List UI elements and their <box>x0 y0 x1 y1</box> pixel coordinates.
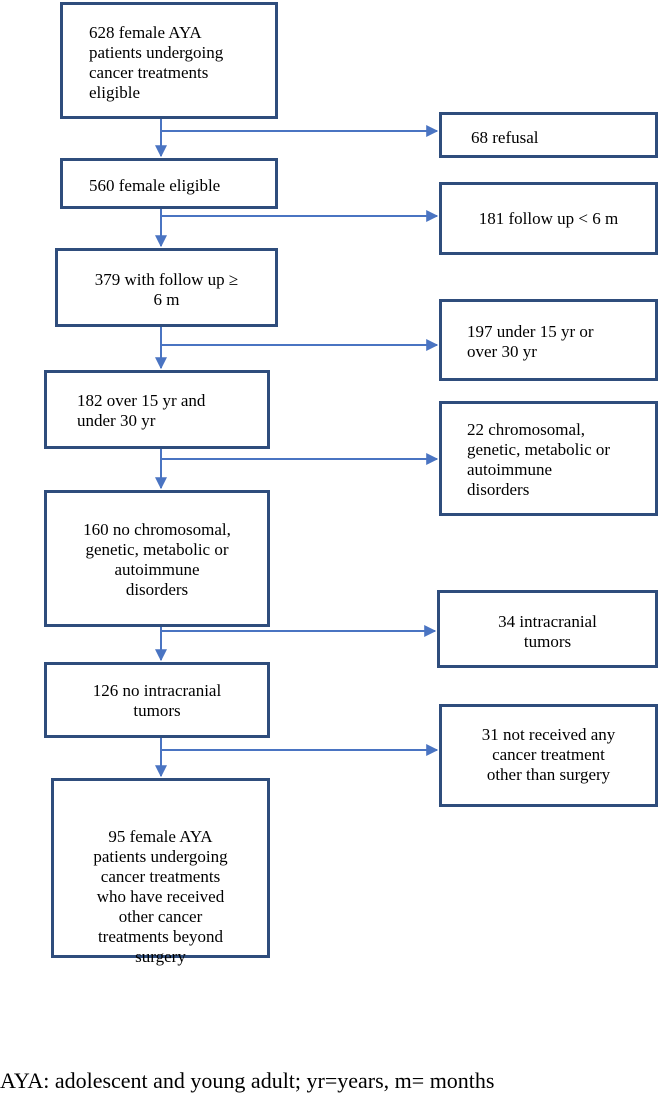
flow-box-160-no-disorders: 160 no chromosomal, genetic, metabolic o… <box>44 490 270 627</box>
exclusion-box-text: 34 intracranial tumors <box>498 612 597 651</box>
flow-box-text: 126 no intracranial tumors <box>92 681 222 720</box>
flow-box-379-follow-up: 379 with follow up ≥ 6 m <box>55 248 278 327</box>
exclusion-box-34-tumors: 34 intracranial tumors <box>437 590 658 668</box>
flow-box-560-eligible: 560 female eligible <box>60 158 278 209</box>
exclusion-box-68-refusal: 68 refusal <box>439 112 658 158</box>
exclusion-box-181-follow-up: 181 follow up < 6 m <box>439 182 658 255</box>
flow-connectors <box>155 119 439 778</box>
exclusion-box-197-age: 197 under 15 yr or over 30 yr <box>439 299 658 381</box>
flow-box-text: 160 no chromosomal, genetic, metabolic o… <box>83 520 231 599</box>
flow-box-text: 182 over 15 yr and under 30 yr <box>77 391 206 430</box>
exclusion-box-31-no-treatment: 31 not received any cancer treatment oth… <box>439 704 658 807</box>
flow-box-text: 628 female AYA patients undergoing cance… <box>89 23 224 102</box>
flow-box-text: 379 with follow up ≥ 6 m <box>94 270 239 309</box>
exclusion-box-text: 31 not received any cancer treatment oth… <box>481 725 616 784</box>
flow-box-95-final: 95 female AYA patients undergoing cancer… <box>51 778 270 966</box>
exclusion-box-text: 22 chromosomal, genetic, metabolic or au… <box>467 420 611 499</box>
exclusion-box-22-disorders: 22 chromosomal, genetic, metabolic or au… <box>439 401 658 516</box>
flow-box-text: 560 female eligible <box>89 176 221 195</box>
flow-box-text: 95 female AYA patients undergoing cancer… <box>93 827 228 966</box>
flow-box-182-age-range: 182 over 15 yr and under 30 yr <box>44 370 270 449</box>
flow-box-628-eligible: 628 female AYA patients undergoing cance… <box>60 2 278 119</box>
exclusion-box-text: 181 follow up < 6 m <box>478 209 619 228</box>
flow-box-126-no-tumors: 126 no intracranial tumors <box>44 662 270 738</box>
figure-caption: AYA: adolescent and young adult; yr=year… <box>0 1068 495 1093</box>
exclusion-box-text: 197 under 15 yr or over 30 yr <box>467 322 594 361</box>
exclusion-box-text: 68 refusal <box>471 128 539 147</box>
